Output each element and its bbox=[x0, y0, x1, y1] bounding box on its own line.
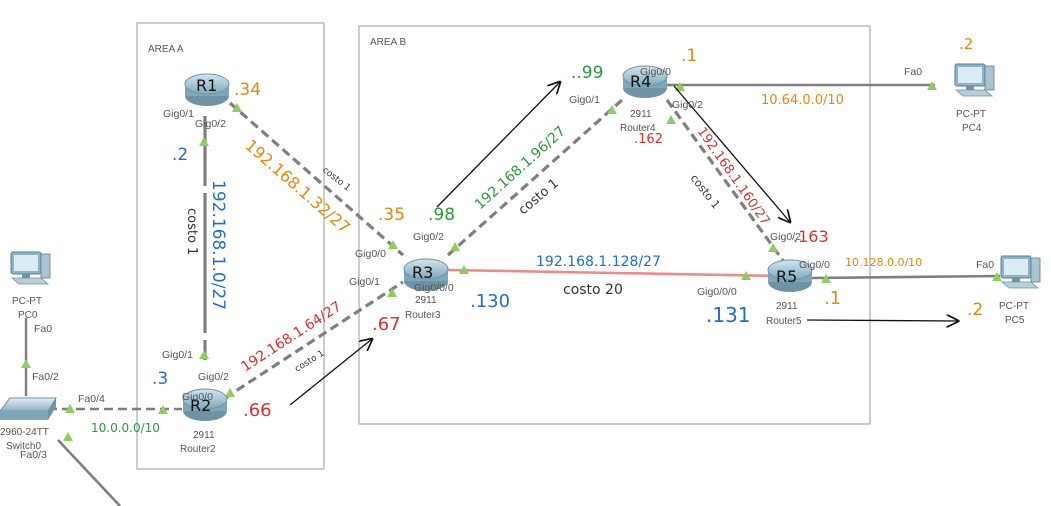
host-r2-3: .3 bbox=[152, 369, 168, 389]
pc5-port: Fa0 bbox=[976, 259, 994, 271]
pc0-type: PC-PT bbox=[12, 296, 42, 307]
r2-model: 2911 bbox=[193, 430, 215, 441]
r1-name: R1 bbox=[196, 76, 217, 95]
r5-host: Router5 bbox=[766, 316, 802, 327]
r4-port-gig0-1: Gig0/1 bbox=[569, 94, 600, 106]
net-r2-r3: 192.168.1.64/27 bbox=[238, 299, 344, 376]
host-r5-1: .1 bbox=[824, 288, 841, 309]
host-r4-1: .1 bbox=[681, 46, 697, 66]
r2-port-gig0-0: Gig0/0 bbox=[182, 391, 213, 403]
host-r3-67: .67 bbox=[372, 314, 401, 335]
pc-icon[interactable] bbox=[10, 251, 51, 285]
cost-r1-r2: costo 1 bbox=[184, 208, 199, 255]
pc4-port: Fa0 bbox=[904, 66, 922, 78]
cost-r3-r4: costo 1 bbox=[516, 176, 562, 218]
switch-port-fa0-3: Fa0/3 bbox=[20, 449, 47, 461]
cost-r1-r3: costo 1 bbox=[320, 165, 352, 193]
pc4-type: PC-PT bbox=[956, 109, 986, 120]
pc-icon[interactable] bbox=[1000, 255, 1041, 289]
net-lan-r5: 10.128.0.0/10 bbox=[845, 256, 922, 269]
r2-host: Router2 bbox=[180, 444, 216, 455]
net-lan-r2: 10.0.0.0/10 bbox=[91, 421, 160, 435]
r5-model: 2911 bbox=[776, 301, 798, 312]
r4-host: Router4 bbox=[620, 123, 656, 134]
net-r4-r5: 192.168.1.160/27 bbox=[694, 125, 773, 229]
host-r4-162: .162 bbox=[634, 132, 663, 147]
pc0-name: PC0 bbox=[18, 310, 38, 321]
net-r3-r4: 192.168.1.96/27 bbox=[472, 123, 569, 213]
r5-port-gig0-2: Gig0/2 bbox=[770, 231, 801, 243]
r3-port-gig0-2: Gig0/2 bbox=[413, 231, 444, 243]
area-b-label: AREA B bbox=[370, 37, 406, 48]
arrow-r5-pc5 bbox=[806, 320, 958, 321]
r5-name: R5 bbox=[776, 267, 797, 286]
r5-port-gig0-0: Gig0/0 bbox=[799, 259, 830, 271]
r5-port-gig0-0-0: Gig0/0/0 bbox=[697, 286, 737, 298]
switch-icon[interactable] bbox=[0, 397, 57, 420]
link-r3-r5 bbox=[447, 268, 783, 278]
r2-port-gig0-2: Gig0/2 bbox=[198, 371, 229, 383]
r3-port-gig0-0: Gig0/0 bbox=[355, 248, 386, 260]
host-r2-66: .66 bbox=[243, 400, 272, 421]
switch-model: 2960-24TT bbox=[0, 427, 49, 438]
pc5-type: PC-PT bbox=[999, 301, 1029, 312]
host-r3-130: .130 bbox=[470, 291, 510, 312]
net-lan-r4: 10.64.0.0/10 bbox=[761, 93, 844, 108]
r4-port-gig0-2: Gig0/2 bbox=[672, 99, 703, 111]
pc0-port: Fa0 bbox=[34, 323, 52, 335]
links bbox=[24, 83, 1001, 506]
pc-icon[interactable] bbox=[954, 63, 995, 97]
host-r3-35: .35 bbox=[378, 205, 405, 225]
link-r3-r4 bbox=[446, 98, 624, 257]
r3-port-gig0-0-0: Gig0/0/0 bbox=[414, 282, 454, 294]
switch-name: Switch0 bbox=[6, 441, 41, 452]
link-r1-r3 bbox=[228, 101, 405, 257]
host-pc5-2: .2 bbox=[967, 300, 983, 320]
link-r5-pc5 bbox=[811, 274, 1001, 280]
r2-port-gig0-1: Gig0/1 bbox=[162, 349, 193, 361]
arrow-r3-r4 bbox=[436, 82, 560, 208]
annotation-arrows bbox=[289, 82, 958, 406]
host-r1-2: .2 bbox=[172, 145, 188, 165]
host-r5-163: .163 bbox=[793, 227, 829, 246]
host-r5-131: .131 bbox=[706, 303, 751, 327]
area-a-box: AREA A bbox=[136, 22, 325, 470]
cost-r3-r5: costo 20 bbox=[563, 282, 623, 298]
host-r4-99: ..99 bbox=[571, 63, 603, 83]
link-switch-down bbox=[57, 439, 121, 506]
area-b-box: AREA B bbox=[358, 25, 871, 425]
r1-port-gig0-1: Gig0/1 bbox=[163, 108, 194, 120]
net-r1-r2: 192.168.1.0/27 bbox=[208, 180, 228, 310]
switch-port-fa0-2: Fa0/2 bbox=[32, 371, 59, 383]
host-r3-98: .98 bbox=[428, 205, 455, 225]
switch-port-fa0-4: Fa0/4 bbox=[78, 393, 105, 405]
pc5-name: PC5 bbox=[1005, 315, 1025, 326]
r4-model: 2911 bbox=[630, 109, 652, 120]
area-a-label: AREA A bbox=[148, 44, 184, 55]
host-pc4-2: .2 bbox=[959, 35, 973, 53]
pc4-name: PC4 bbox=[962, 123, 982, 134]
r3-name: R3 bbox=[412, 263, 433, 282]
r3-host: Router3 bbox=[405, 310, 441, 321]
r3-model: 2911 bbox=[415, 295, 437, 306]
arrow-r2-r3 bbox=[289, 339, 372, 406]
r4-name: R4 bbox=[630, 72, 651, 91]
link-r2-r3 bbox=[224, 280, 404, 400]
cost-r2-r3: costo 1 bbox=[293, 349, 326, 375]
r3-port-gig0-1: Gig0/1 bbox=[349, 276, 380, 288]
cost-r4-r5: costo 1 bbox=[688, 172, 723, 212]
r2-name: R2 bbox=[190, 396, 211, 415]
arrow-r4-r5 bbox=[673, 85, 790, 222]
host-r1-34: .34 bbox=[234, 80, 261, 100]
net-r3-r5: 192.168.1.128/27 bbox=[536, 254, 661, 270]
r1-port-gig0-2: Gig0/2 bbox=[195, 118, 226, 130]
r4-port-gig0-0: Gig0/0 bbox=[640, 66, 671, 78]
link-r4-r5 bbox=[665, 99, 786, 263]
